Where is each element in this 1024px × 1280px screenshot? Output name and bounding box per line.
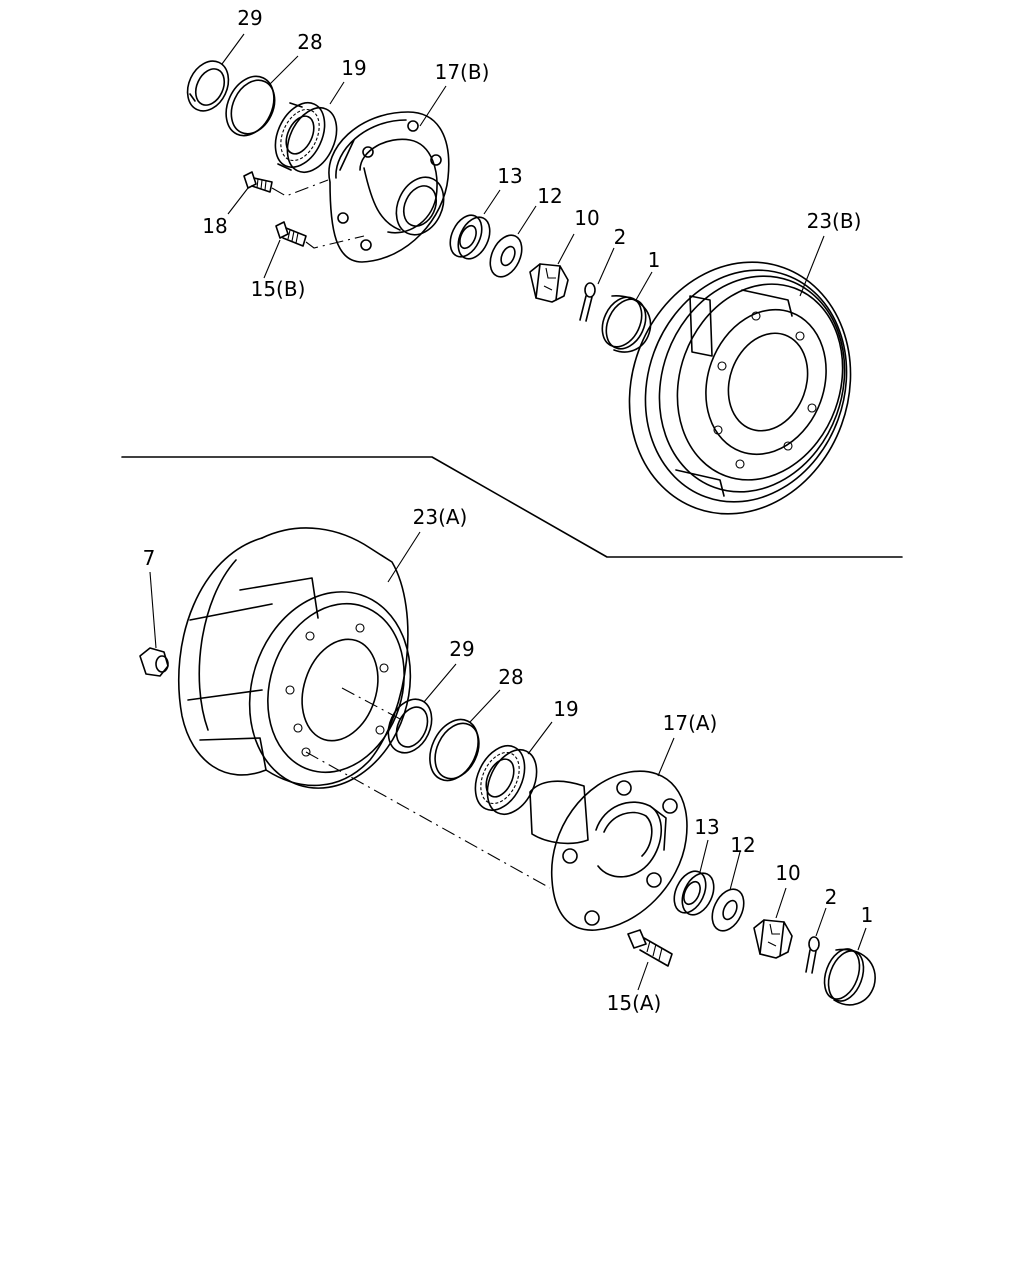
lower-washer-29-part: [387, 698, 433, 754]
upper-pin-2-part: [579, 282, 596, 322]
lower-phantom-line-axis: [341, 687, 403, 721]
lower-phantom-line-stud: [305, 751, 551, 889]
lower-bolt-15a-part: [627, 929, 673, 967]
leader-lines: [149, 33, 867, 991]
callout-upper-bolt-18: 18: [202, 214, 227, 238]
upper-phantom-line-18: [271, 179, 329, 197]
lower-nut-10-part: [753, 919, 793, 959]
lower-pin-2-part: [805, 936, 820, 974]
callout-upper-bearing-19: 19: [341, 56, 366, 80]
callout-lower-washer-29: 29: [449, 637, 474, 661]
lower-ring-28-part: [429, 718, 480, 782]
callout-upper-ring-28: 28: [297, 30, 322, 54]
upper-bearing-19-part: [274, 102, 338, 173]
callout-lower-bolt-15a: 15(A): [607, 991, 662, 1015]
callout-upper-drum-23b: 23(B): [807, 209, 862, 233]
lower-hub-17a-part: [529, 770, 688, 931]
callout-lower-nut-7: 7: [143, 546, 156, 570]
callout-upper-hub-17b: 17(B): [435, 60, 490, 84]
lower-assembly: [139, 527, 876, 1006]
upper-washer-29-part: [186, 60, 230, 112]
callout-labels: 29 28 19 17(B) 13 12 10 2 1 18 15(B) 23(…: [143, 6, 874, 1015]
callout-upper-bearing-13: 13: [497, 164, 522, 188]
upper-nut-10-part: [529, 263, 569, 303]
callout-upper-washer-12: 12: [537, 184, 562, 208]
upper-bearing-13-part: [449, 214, 491, 260]
upper-cap-1-part: [601, 295, 652, 353]
upper-assembly: [186, 60, 852, 515]
upper-bolt-15b-part: [275, 221, 307, 247]
upper-washer-12-part: [489, 234, 523, 278]
callout-lower-nut-10: 10: [775, 861, 800, 885]
callout-lower-bearing-13: 13: [694, 815, 719, 839]
callout-upper-cap-1: 1: [648, 248, 661, 272]
callout-lower-cap-1: 1: [861, 903, 874, 927]
lower-drum-23a-part: [178, 527, 412, 789]
lower-washer-12-part: [711, 888, 745, 932]
lower-nut-7-part: [139, 647, 169, 677]
callout-upper-nut-10: 10: [574, 206, 599, 230]
upper-bolt-18-part: [243, 171, 273, 193]
callout-lower-hub-17a: 17(A): [663, 711, 718, 735]
callout-upper-bolt-15b: 15(B): [251, 277, 306, 301]
lower-cap-1-part: [823, 948, 876, 1006]
upper-phantom-line-15b: [305, 235, 365, 249]
upper-hub-17b-part: [328, 111, 450, 263]
lower-bearing-13-part: [673, 870, 715, 916]
upper-ring-28-part: [225, 75, 276, 137]
section-divider-line: [121, 456, 903, 558]
callout-lower-bearing-19: 19: [553, 697, 578, 721]
callout-lower-washer-12: 12: [730, 833, 755, 857]
callout-upper-washer-29: 29: [237, 6, 262, 30]
callout-lower-ring-28: 28: [498, 665, 523, 689]
callout-upper-pin-2: 2: [614, 225, 627, 249]
callout-lower-drum-23a: 23(A): [413, 505, 468, 529]
lower-bearing-19-part: [474, 745, 538, 815]
upper-drum-23b-part: [628, 261, 852, 515]
callout-lower-pin-2: 2: [825, 885, 838, 909]
